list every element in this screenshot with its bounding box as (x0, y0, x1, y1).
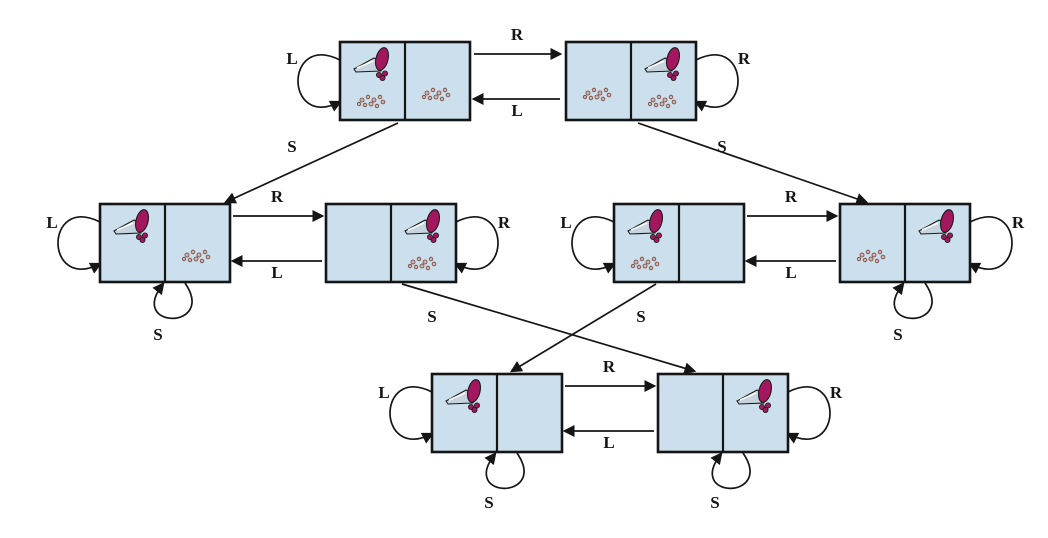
action-label-loop-right-s4: R (498, 213, 511, 232)
loop-left-s1 (297, 54, 343, 112)
loop-left-s5 (571, 216, 617, 274)
action-label-loop-left-s3: L (46, 213, 57, 232)
edge-suck-s1-s3 (223, 122, 399, 204)
edge-suck-s4-s8 (401, 283, 697, 374)
action-label-loop-left-s1: L (286, 49, 297, 68)
action-label-loop-suck-s6: S (893, 325, 902, 344)
loop-suck-s6 (892, 282, 933, 320)
action-label-left-s6-s5: L (785, 263, 796, 282)
state-s5 (612, 202, 746, 284)
loop-right-s6 (967, 216, 1013, 274)
loop-suck-s8 (710, 452, 751, 490)
state-s4 (324, 202, 458, 284)
action-label-left-s4-s3: L (271, 263, 282, 282)
action-label-suck-s4-s8: S (427, 307, 436, 326)
loop-left-s7 (389, 386, 435, 444)
action-label-right-s3-s4: R (271, 187, 284, 206)
state-s6 (838, 202, 972, 284)
state-s2 (564, 40, 698, 122)
action-label-right-s7-s8: R (603, 357, 616, 376)
action-label-loop-right-s2: R (738, 49, 751, 68)
action-label-left-s2-s1: L (511, 101, 522, 120)
loop-suck-s7 (484, 452, 525, 490)
action-label-right-s5-s6: R (785, 187, 798, 206)
loop-right-s8 (785, 386, 831, 444)
state-s8 (656, 372, 790, 454)
loop-right-s2 (693, 54, 739, 112)
edge-suck-s2-s6 (637, 122, 869, 205)
loop-left-s3 (57, 216, 103, 274)
action-label-right-s1-s2: R (511, 25, 524, 44)
loop-right-s4 (453, 216, 499, 274)
action-label-loop-right-s8: R (830, 383, 843, 402)
state-s1 (338, 40, 472, 122)
action-label-loop-right-s6: R (1012, 213, 1025, 232)
state-s3 (98, 202, 232, 284)
action-label-left-s8-s7: L (603, 433, 614, 452)
action-label-loop-left-s5: L (560, 213, 571, 232)
action-label-suck-s1-s3: S (287, 137, 296, 156)
action-label-suck-s5-s7: S (636, 307, 645, 326)
action-label-loop-left-s7: L (378, 383, 389, 402)
action-label-loop-suck-s8: S (710, 493, 719, 512)
action-label-suck-s2-s6: S (717, 137, 726, 156)
loop-suck-s3 (152, 282, 193, 320)
edge-suck-s5-s7 (509, 283, 657, 373)
action-label-loop-suck-s3: S (153, 325, 162, 344)
state-s7 (430, 372, 564, 454)
action-label-loop-suck-s7: S (484, 493, 493, 512)
